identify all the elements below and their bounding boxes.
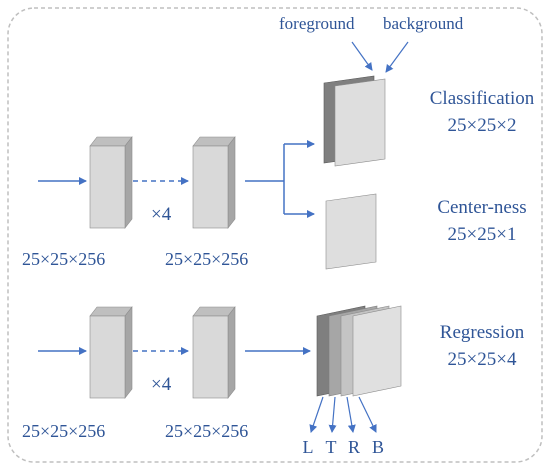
ltrb-pointers (309, 396, 377, 433)
classification-maps (323, 75, 386, 167)
ltrb-label-b: B (371, 437, 384, 457)
feature-dims-bottom-2: 25×25×256 (165, 421, 249, 441)
outer-border (7, 7, 543, 463)
foreground-pointer (351, 41, 373, 71)
centerness-map (325, 193, 377, 270)
feature-dims-top-1: 25×25×256 (22, 249, 106, 269)
ltrb-label-r: R (347, 437, 360, 457)
repeat-label-top: ×4 (151, 204, 172, 225)
feature-dims-bottom-1: 25×25×256 (22, 421, 106, 441)
ltrb-label-t: T (325, 437, 337, 457)
feature-block-bottom-1 (89, 306, 133, 399)
centerness-dims: 25×25×1 (447, 224, 517, 245)
classification-title: Classification (429, 88, 535, 109)
background-label: background (383, 14, 464, 33)
centerness-title: Center-ness (437, 197, 527, 218)
ltrb-label-l: L (302, 437, 314, 457)
repeat-label-bottom: ×4 (151, 374, 172, 395)
foreground-label: foreground (279, 14, 355, 33)
regression-title: Regression (439, 322, 525, 343)
fork-arrows (245, 140, 315, 218)
feature-block-top-2 (192, 136, 236, 229)
background-pointer (385, 41, 409, 73)
regression-dims: 25×25×4 (447, 349, 517, 370)
regression-maps (316, 305, 402, 397)
classification-dims: 25×25×2 (447, 115, 517, 136)
feature-dims-top-2: 25×25×256 (165, 249, 249, 269)
feature-block-top-1 (89, 136, 133, 229)
feature-block-bottom-2 (192, 306, 236, 399)
